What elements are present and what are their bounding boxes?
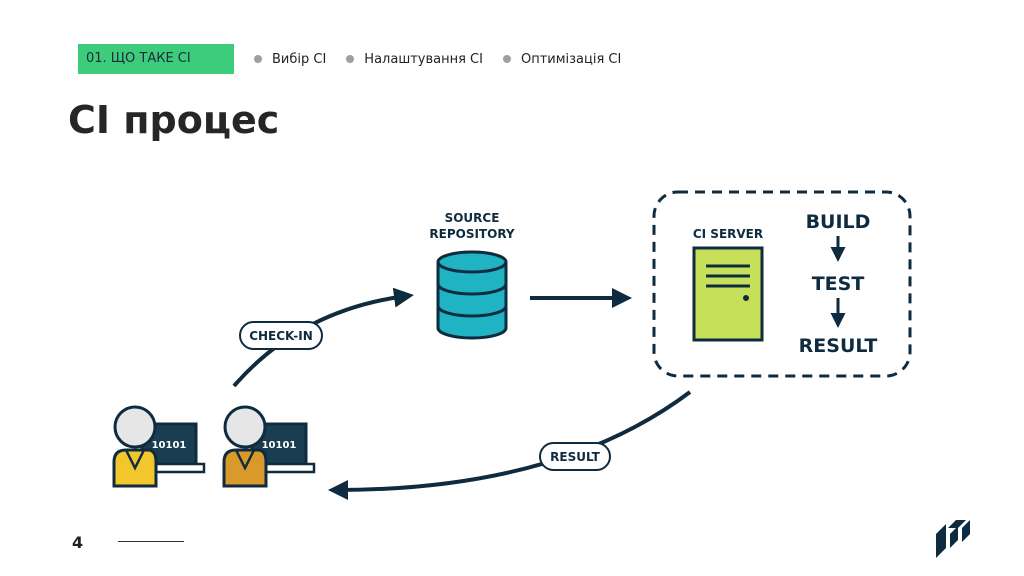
step-test: TEST	[812, 273, 865, 295]
ci-server-box	[652, 190, 912, 378]
result-label: RESULT	[550, 450, 600, 464]
source-repo-label-line2: REPOSITORY	[429, 227, 515, 241]
nav-item-active[interactable]: 01. ЩО ТАКЕ CI	[78, 44, 234, 74]
developer-icon: 10101	[112, 405, 206, 488]
page-number: 4	[72, 533, 84, 552]
check-in-pill	[239, 321, 323, 350]
bullet-icon	[502, 55, 511, 63]
step-build: BUILD	[806, 211, 871, 233]
nav-item-label: Вибір CI	[272, 51, 327, 67]
bullet-icon	[346, 55, 355, 63]
laptop-code-text: 10101	[152, 440, 187, 451]
nav-item-choice[interactable]: Вибір CI	[254, 52, 326, 67]
ci-server-label: CI SERVER	[693, 227, 763, 241]
page-title: CI процес	[68, 98, 280, 142]
nav-item-optimization[interactable]: Оптимізація CI	[502, 51, 622, 67]
nav-item-setup[interactable]: Налаштування CI	[346, 52, 483, 67]
nav-item-label: Налаштування CI	[364, 51, 483, 67]
section-nav: 01. ЩО ТАКЕ CI Вибір CI Налаштування CI …	[78, 44, 621, 74]
result-pill	[539, 442, 611, 471]
step-result: RESULT	[799, 335, 878, 357]
check-in-label: CHECK-IN	[249, 329, 313, 343]
developer-icon: 10101	[222, 405, 316, 488]
result-arrow	[328, 390, 692, 500]
laptop-code-text: 10101	[262, 440, 297, 451]
bullet-icon	[254, 55, 262, 63]
nav-item-label: Оптимізація CI	[520, 51, 622, 67]
logo-icon	[936, 520, 970, 558]
database-icon	[436, 250, 508, 340]
server-icon	[692, 246, 764, 342]
source-repo-label-line1: SOURCE	[445, 211, 500, 225]
divider	[118, 541, 184, 542]
